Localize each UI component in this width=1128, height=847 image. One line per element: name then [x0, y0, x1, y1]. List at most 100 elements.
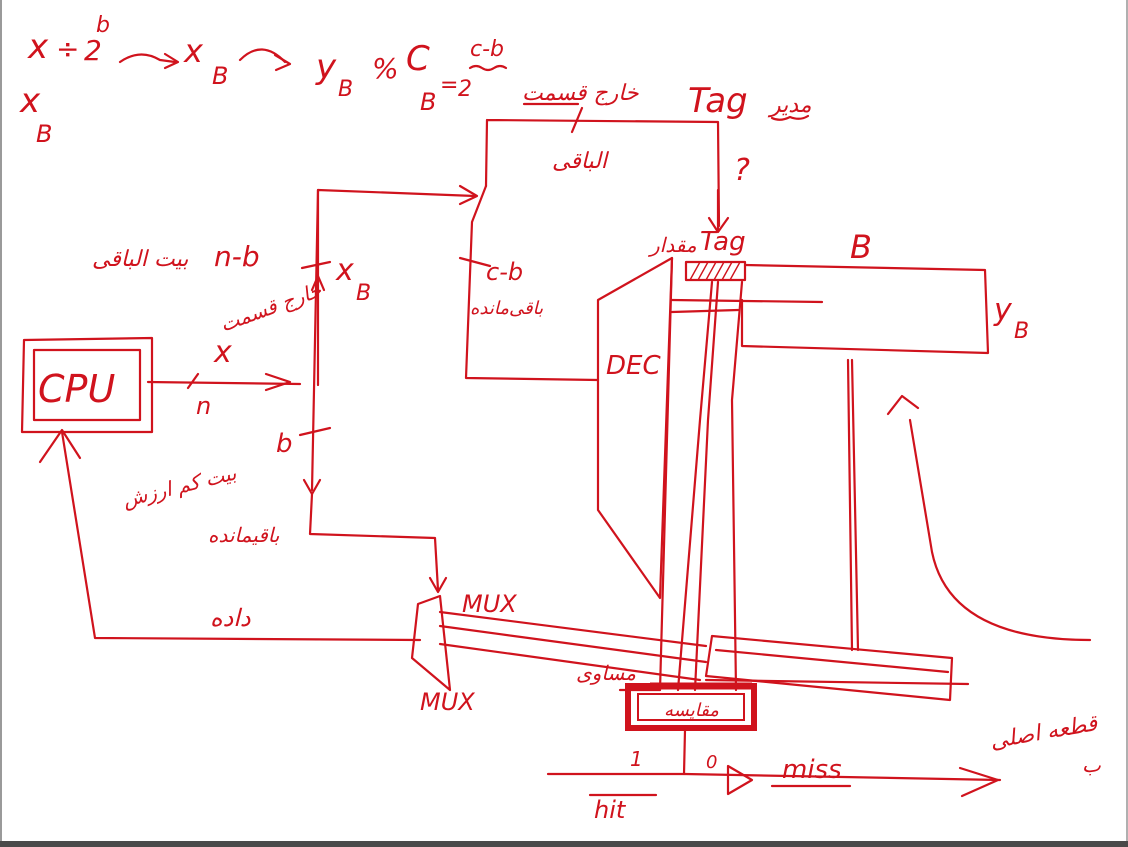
mux-bottom-label: MUX [420, 688, 475, 716]
comparator-fa-label: مقایسه [664, 700, 719, 721]
formula-yB: y [315, 47, 337, 87]
tag-arrow-down-head [707, 216, 730, 234]
bus-tag-left-wall [464, 184, 600, 382]
decoder [596, 256, 674, 600]
to-main-memory-head [886, 394, 920, 416]
to-main-memory [908, 418, 1092, 642]
b-bits-fa-label: بیت کم ارزش [120, 460, 239, 511]
nb-head [310, 274, 326, 292]
question-label: ? [734, 153, 750, 188]
remainder-low-label: باقیمانده [208, 523, 280, 547]
data-bus-box [704, 634, 954, 702]
canvas-bottom-bar [0, 841, 1128, 847]
mux [410, 594, 452, 692]
bus-to-mux [308, 492, 440, 592]
tag-cell [684, 260, 747, 282]
formula-yB-sub: B [338, 77, 353, 102]
formula-xB-sub: B [212, 62, 228, 90]
canvas-right-edge [1126, 0, 1128, 847]
miss-head [958, 766, 1000, 798]
formula-CB: C [406, 39, 430, 79]
block-row-line-2 [670, 308, 740, 314]
yB-right: y [993, 293, 1013, 328]
cb-fa-label: باقی‌مانده [470, 298, 543, 319]
remainder-label: الباقی [552, 149, 610, 174]
tag-wire-1 [693, 280, 720, 692]
tag-wire-4 [658, 256, 674, 692]
miss-buffer [726, 764, 754, 796]
remainder-divider [570, 106, 584, 134]
formula-arrow-1-head [163, 52, 180, 70]
hit-one-label: 1 [630, 747, 643, 771]
tag2-fa-label: مقدار [647, 233, 697, 257]
xB-mid-sub: B [356, 281, 371, 306]
tag-label: Tag [688, 81, 748, 121]
hit-label: hit [594, 796, 627, 824]
block-B-row [740, 263, 990, 355]
data-return-head [38, 428, 82, 464]
main-block-fa2-label: ب [1082, 753, 1101, 777]
data-fa-label: داده [210, 604, 251, 632]
comparator-output [682, 728, 687, 776]
main-block-fa-label: قطعه اصلی [988, 711, 1101, 755]
nb-label: n-b [214, 240, 260, 273]
tag-cell-hatch [689, 261, 741, 281]
data-bus-line [714, 648, 950, 674]
miss-line [683, 772, 1002, 782]
tag-wire-3 [730, 280, 744, 692]
xB-mid: x [335, 253, 354, 288]
tag-wire-2 [676, 280, 714, 692]
cpu-label: CPU [38, 367, 115, 411]
bus-vertical [310, 188, 320, 492]
yB-right-sub: B [1014, 319, 1029, 344]
formula-xB: x [183, 32, 204, 70]
block-B-label: B [850, 228, 872, 266]
mux-input-lines [438, 610, 708, 682]
nb-tick [300, 260, 332, 270]
x-bus-label: x [213, 335, 232, 370]
b-tick [298, 426, 332, 437]
formula-CB-sub: B [420, 88, 436, 116]
formula-arrow-1 [118, 53, 177, 64]
cb-tick [458, 256, 492, 268]
miss-label: miss [782, 755, 842, 785]
formula-arrow-2-head [273, 53, 292, 72]
data-bus-vertical-1 [850, 358, 860, 652]
main-bus-right [704, 678, 970, 686]
data-bus-vertical-2 [846, 358, 854, 652]
tag-fa-underline [770, 114, 810, 121]
nb-fa-label: بیت الباقی [92, 247, 188, 272]
cpu-inner [32, 348, 142, 422]
cpu-out-line [146, 380, 302, 386]
tag2-label: Tag [700, 227, 746, 257]
block-row-line [670, 298, 824, 304]
mux-top-label: MUX [462, 590, 517, 618]
bus-to-mux-head [428, 576, 448, 594]
bus-to-tag-table-head [458, 184, 479, 206]
xB-left: x [19, 81, 41, 121]
formula-mod: % [372, 52, 399, 85]
formula-b-exp: b [96, 13, 110, 38]
data-return-line [60, 430, 422, 642]
cpu-out-head [264, 372, 292, 392]
xB-left-sub: B [36, 120, 52, 148]
equal-fa-label: مساوی [576, 661, 636, 685]
formula-eq: = [440, 73, 458, 98]
cpu-box [20, 336, 154, 434]
formula-div: ÷ [56, 32, 79, 65]
cb-label: c-b [486, 258, 523, 286]
quotient-mid-label: خارج قسمت [217, 278, 325, 337]
b-bits-label: b [276, 429, 293, 459]
formula-two: 2 [84, 34, 102, 67]
canvas-left-edge [0, 0, 2, 847]
formula-two2: 2 [458, 77, 472, 102]
n-bus-label: n [196, 392, 211, 420]
comparator-inner [637, 693, 745, 721]
tag-fa-label: مدیر [767, 93, 812, 118]
c-b-underline [468, 64, 508, 72]
n-tick [186, 372, 200, 390]
quotient-top-label: خارج قسمت [522, 81, 639, 106]
formula-c-b: c-b [470, 37, 504, 62]
